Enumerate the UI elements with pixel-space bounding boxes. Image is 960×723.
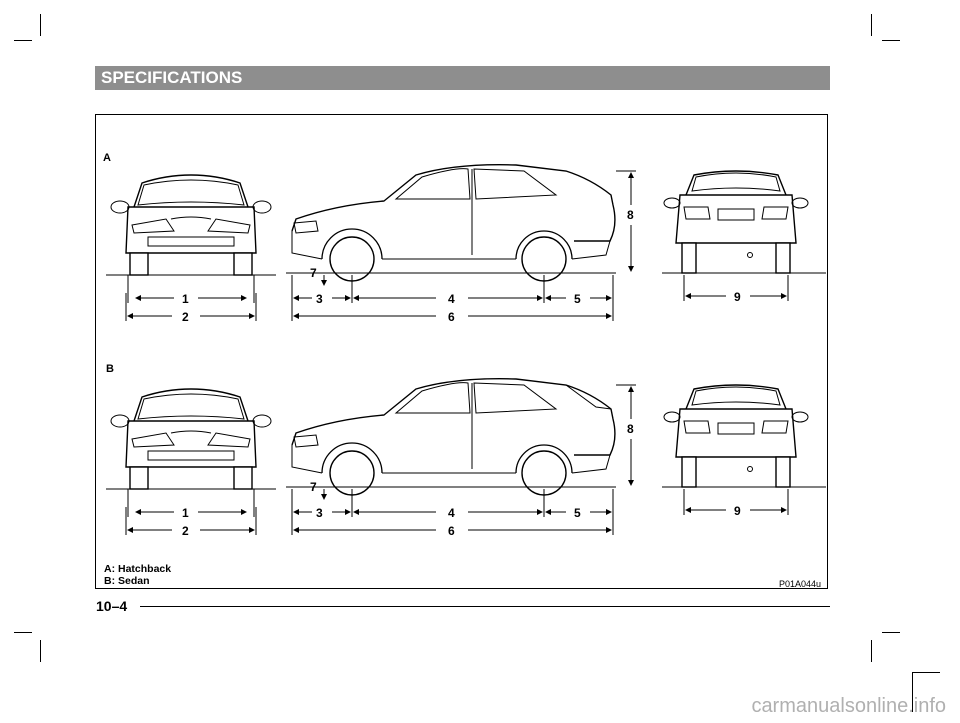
- dim-label-8: 8: [627, 208, 634, 222]
- dim-label-6: 6: [448, 524, 455, 538]
- crop-mark: [14, 632, 32, 633]
- sedan-front-view: [105, 388, 277, 490]
- crop-mark: [912, 672, 913, 712]
- crop-mark: [40, 14, 41, 36]
- dim-label-9: 9: [734, 290, 741, 304]
- dim-label-8: 8: [627, 422, 634, 436]
- figure-legend: A: Hatchback B: Sedan: [104, 563, 171, 587]
- crop-mark: [40, 640, 41, 662]
- dim-label-1: 1: [182, 506, 189, 520]
- crop-mark: [871, 14, 872, 36]
- crop-mark: [882, 40, 900, 41]
- dim-label-7: 7: [310, 480, 317, 494]
- dim-label-9: 9: [734, 504, 741, 518]
- dim-label-5: 5: [574, 292, 581, 306]
- section-label-b: B: [106, 363, 114, 375]
- dim-label-2: 2: [182, 310, 189, 324]
- section-title: SPECIFICATIONS: [101, 68, 243, 87]
- page-number: 10–4: [96, 598, 128, 614]
- crop-mark: [14, 40, 32, 41]
- figure-code: P01A044u: [778, 579, 821, 589]
- hatchback-rear-view: [661, 170, 827, 274]
- watermark: carmanualsonline.info: [751, 695, 946, 717]
- dim-label-6: 6: [448, 310, 455, 324]
- dim-label-2: 2: [182, 524, 189, 538]
- dim-label-7: 7: [310, 266, 317, 280]
- vehicle-dimensions-drawing: 1 2 3 4 5 6 7 8 9 1 2 3 4 5 6 7 8 9: [105, 164, 827, 538]
- section-label-a: A: [103, 152, 111, 164]
- vehicle-dimensions-figure: 1 2 3 4 5 6 7 8 9 1 2 3 4 5 6 7 8 9 A B …: [95, 114, 828, 589]
- sedan-side-view: [285, 378, 617, 496]
- section-header: SPECIFICATIONS: [95, 66, 830, 90]
- dim-label-4: 4: [448, 292, 455, 306]
- dim-label-1: 1: [182, 292, 189, 306]
- sedan-rear-view: [661, 384, 827, 488]
- crop-mark: [882, 632, 900, 633]
- footer-divider: [140, 606, 830, 607]
- hatchback-side-view: [285, 164, 617, 282]
- legend-item-hatchback: A: Hatchback: [104, 563, 172, 575]
- dim-label-5: 5: [574, 506, 581, 520]
- hatchback-front-view: [105, 174, 277, 276]
- crop-mark: [912, 672, 940, 673]
- dim-label-4: 4: [448, 506, 455, 520]
- crop-mark: [871, 640, 872, 662]
- dim-label-3: 3: [316, 292, 323, 306]
- hatchback-dimension-labels: 1 2 3 4 5 6 7 8 9: [182, 208, 741, 324]
- legend-item-sedan: B: Sedan: [104, 575, 150, 587]
- dim-label-3: 3: [316, 506, 323, 520]
- sedan-dimension-labels: 1 2 3 4 5 6 7 8 9: [182, 422, 741, 538]
